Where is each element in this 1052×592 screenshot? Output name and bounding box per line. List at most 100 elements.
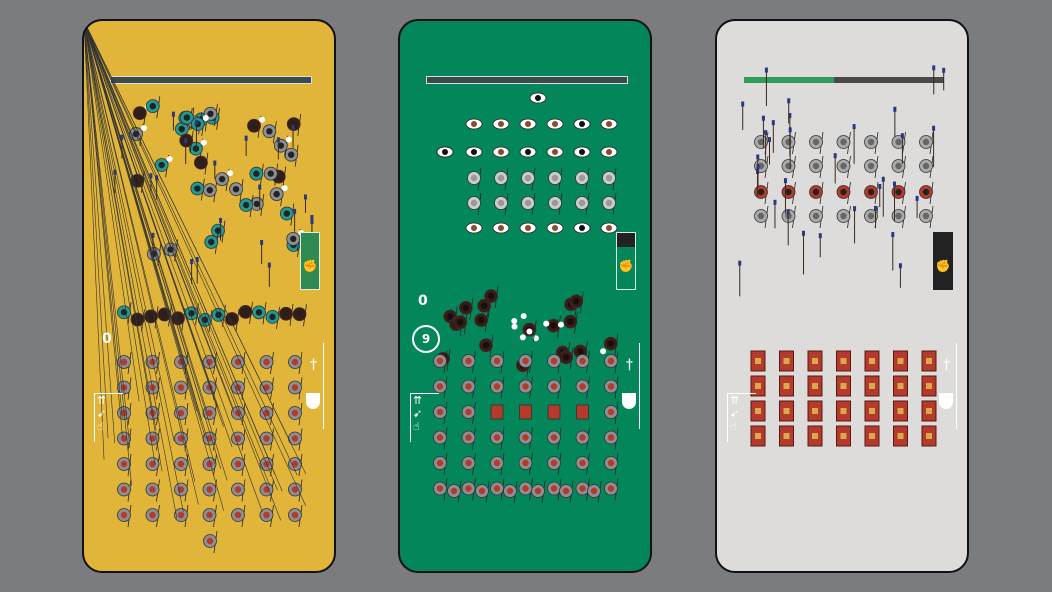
battlefield[interactable] <box>717 21 967 571</box>
player-unit <box>202 479 217 502</box>
charge-button[interactable]: ✊ <box>300 232 320 290</box>
enemy-unit <box>754 205 769 229</box>
enemy-unit <box>575 192 590 216</box>
shield-boss <box>757 212 765 220</box>
enemy-unit <box>602 192 617 216</box>
spear-tip <box>771 120 775 126</box>
battlefield[interactable] <box>84 21 334 571</box>
skull <box>200 139 207 146</box>
unit-selector-panel[interactable]: ⇈ ➹ ☝ <box>410 393 439 442</box>
spear-tip <box>310 214 314 220</box>
enemy-unit <box>202 180 218 203</box>
enemy-unit <box>279 203 295 226</box>
eye-pupil <box>552 121 558 127</box>
shield-boss <box>522 485 529 492</box>
shield-boss <box>922 212 930 220</box>
shield-boss <box>206 409 213 417</box>
shield-boss <box>840 188 847 196</box>
skull <box>511 323 518 330</box>
shield-boss <box>183 114 191 121</box>
spear-tip <box>932 65 936 71</box>
wave-counter: 9 <box>412 325 440 353</box>
enemy-unit <box>521 192 536 216</box>
spear-tip <box>190 259 194 265</box>
enemy-unit <box>809 155 824 179</box>
arrow <box>84 21 283 492</box>
shield-boss <box>149 460 156 468</box>
sword-icon: † <box>943 357 950 373</box>
fist-icon: ✊ <box>618 259 634 273</box>
enemy-unit <box>239 194 254 218</box>
arrow <box>84 21 263 513</box>
enemy-unit <box>548 192 563 216</box>
shield-boss <box>149 511 156 519</box>
shield-boss <box>550 434 558 441</box>
shield-boss <box>607 408 615 416</box>
player-unit <box>231 504 246 528</box>
clash-unit <box>569 291 584 314</box>
shield-boss <box>266 128 273 135</box>
archer-icon[interactable]: ➹ <box>97 407 107 420</box>
player-unit <box>575 376 590 399</box>
arrow <box>84 21 201 402</box>
spear-tip <box>893 106 897 112</box>
enemy-unit <box>809 131 824 155</box>
player-unit <box>174 504 189 528</box>
charge-button[interactable]: ✊ <box>616 232 636 290</box>
spear-tip <box>773 199 777 205</box>
shield-boss <box>120 486 128 493</box>
player-unit <box>518 478 533 501</box>
arrows-icon[interactable]: ⇈ <box>97 394 107 407</box>
shield-boss <box>550 459 558 467</box>
battlefield[interactable] <box>400 21 650 571</box>
scutum-boss <box>897 408 904 414</box>
shield-boss <box>497 199 505 207</box>
enemy-unit <box>215 169 230 192</box>
charge-button[interactable]: ✊ <box>933 232 953 290</box>
spear-tip <box>267 262 271 268</box>
player-unit <box>145 428 160 451</box>
shield-boss <box>522 383 529 390</box>
enemy-unit <box>204 231 219 255</box>
shield-boss <box>493 357 501 365</box>
enemy-unit <box>548 167 563 191</box>
shield-boss <box>579 485 586 492</box>
scutum-boss <box>812 358 818 364</box>
shield-boss <box>895 212 902 220</box>
shield-boss <box>290 235 297 243</box>
shield-boss <box>840 162 847 170</box>
clash-unit <box>563 311 578 334</box>
shield-boss <box>465 383 472 390</box>
spear-tip <box>898 263 902 269</box>
archer-icon[interactable]: ➹ <box>413 407 423 420</box>
game-screen-green: ✊ 0 9 ⇈ ➹ ☝ † <box>398 19 652 573</box>
enemy-unit <box>809 181 824 205</box>
spear-tip <box>120 134 124 140</box>
arrows-icon[interactable]: ⇈ <box>730 394 740 407</box>
shield-boss <box>436 459 444 467</box>
enemy-unit <box>781 181 796 205</box>
arrows-icon[interactable]: ⇈ <box>413 394 423 407</box>
player-unit <box>461 376 476 399</box>
hand-pointer-icon[interactable]: ☝ <box>97 420 104 433</box>
player-unit <box>433 350 448 374</box>
eye-pupil <box>498 149 504 155</box>
shield-boss <box>447 313 454 320</box>
unit-selector-panel[interactable]: ⇈ ➹ ☝ <box>94 393 123 442</box>
shield-boss <box>149 102 157 110</box>
shield-boss <box>607 459 615 467</box>
spear-tip <box>171 111 175 117</box>
shield-boss <box>607 357 615 365</box>
player-unit <box>518 452 533 476</box>
player-unit <box>288 504 303 528</box>
hand-pointer-icon[interactable]: ☝ <box>730 420 737 433</box>
spear-tip <box>195 257 199 263</box>
spear-tip <box>756 154 760 160</box>
spear-tip <box>852 124 856 130</box>
archer-icon[interactable]: ➹ <box>730 407 740 420</box>
hand-pointer-icon[interactable]: ☝ <box>413 420 420 433</box>
spear-tip <box>767 137 771 143</box>
eye-pupil <box>535 95 541 101</box>
unit-selector-panel[interactable]: ⇈ ➹ ☝ <box>727 393 756 442</box>
player-unit <box>117 504 132 528</box>
